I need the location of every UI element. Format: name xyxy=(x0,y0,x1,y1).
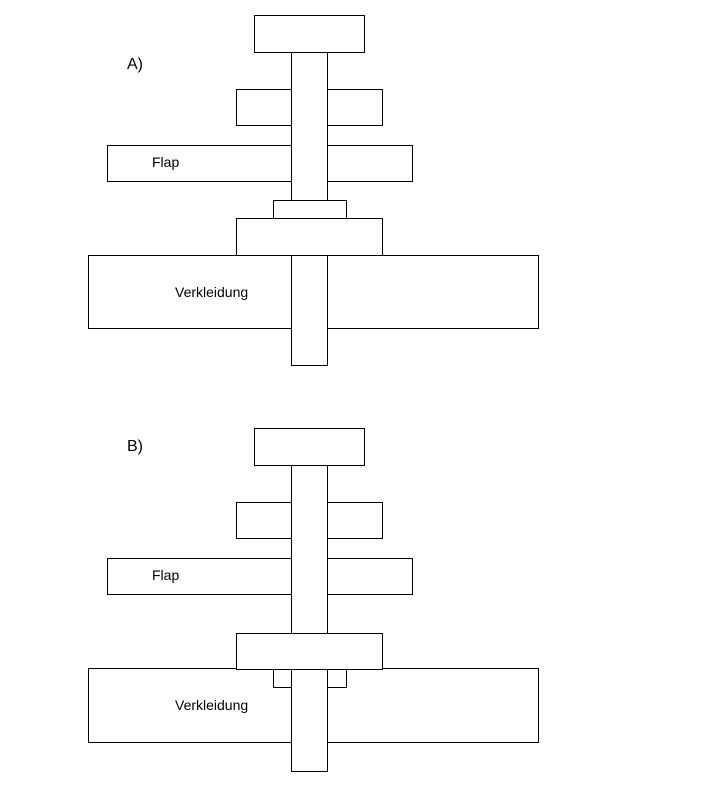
panel-a-middle-plate-left xyxy=(236,89,292,126)
panel-b-fairing-label: Verkleidung xyxy=(175,697,248,713)
panel-a-flap-right xyxy=(327,145,413,182)
panel-b-flap-left xyxy=(107,558,292,595)
panel-a: A) Flap Verkleidung xyxy=(88,15,539,366)
panel-b-mounting-block xyxy=(236,633,383,670)
panel-b-middle-plate-right xyxy=(327,502,383,539)
panel-b-label: B) xyxy=(127,438,143,455)
panel-a-middle-plate-right xyxy=(327,89,383,126)
panel-a-fairing-label: Verkleidung xyxy=(175,284,248,300)
panel-b-shaft xyxy=(291,465,328,772)
panel-a-flap-label: Flap xyxy=(152,154,179,170)
panel-b: B) Flap Verkleidung xyxy=(88,428,539,772)
panel-a-label: A) xyxy=(127,56,143,73)
panel-a-bushing xyxy=(273,200,347,219)
panel-b-flap-label: Flap xyxy=(152,567,179,583)
panel-b-middle-plate-left xyxy=(236,502,292,539)
panel-a-mounting-block xyxy=(236,218,383,256)
panel-b-flap-right xyxy=(327,558,413,595)
panel-a-flap-left xyxy=(107,145,292,182)
panel-a-top-cap xyxy=(254,15,365,53)
panel-b-top-cap xyxy=(254,428,365,466)
